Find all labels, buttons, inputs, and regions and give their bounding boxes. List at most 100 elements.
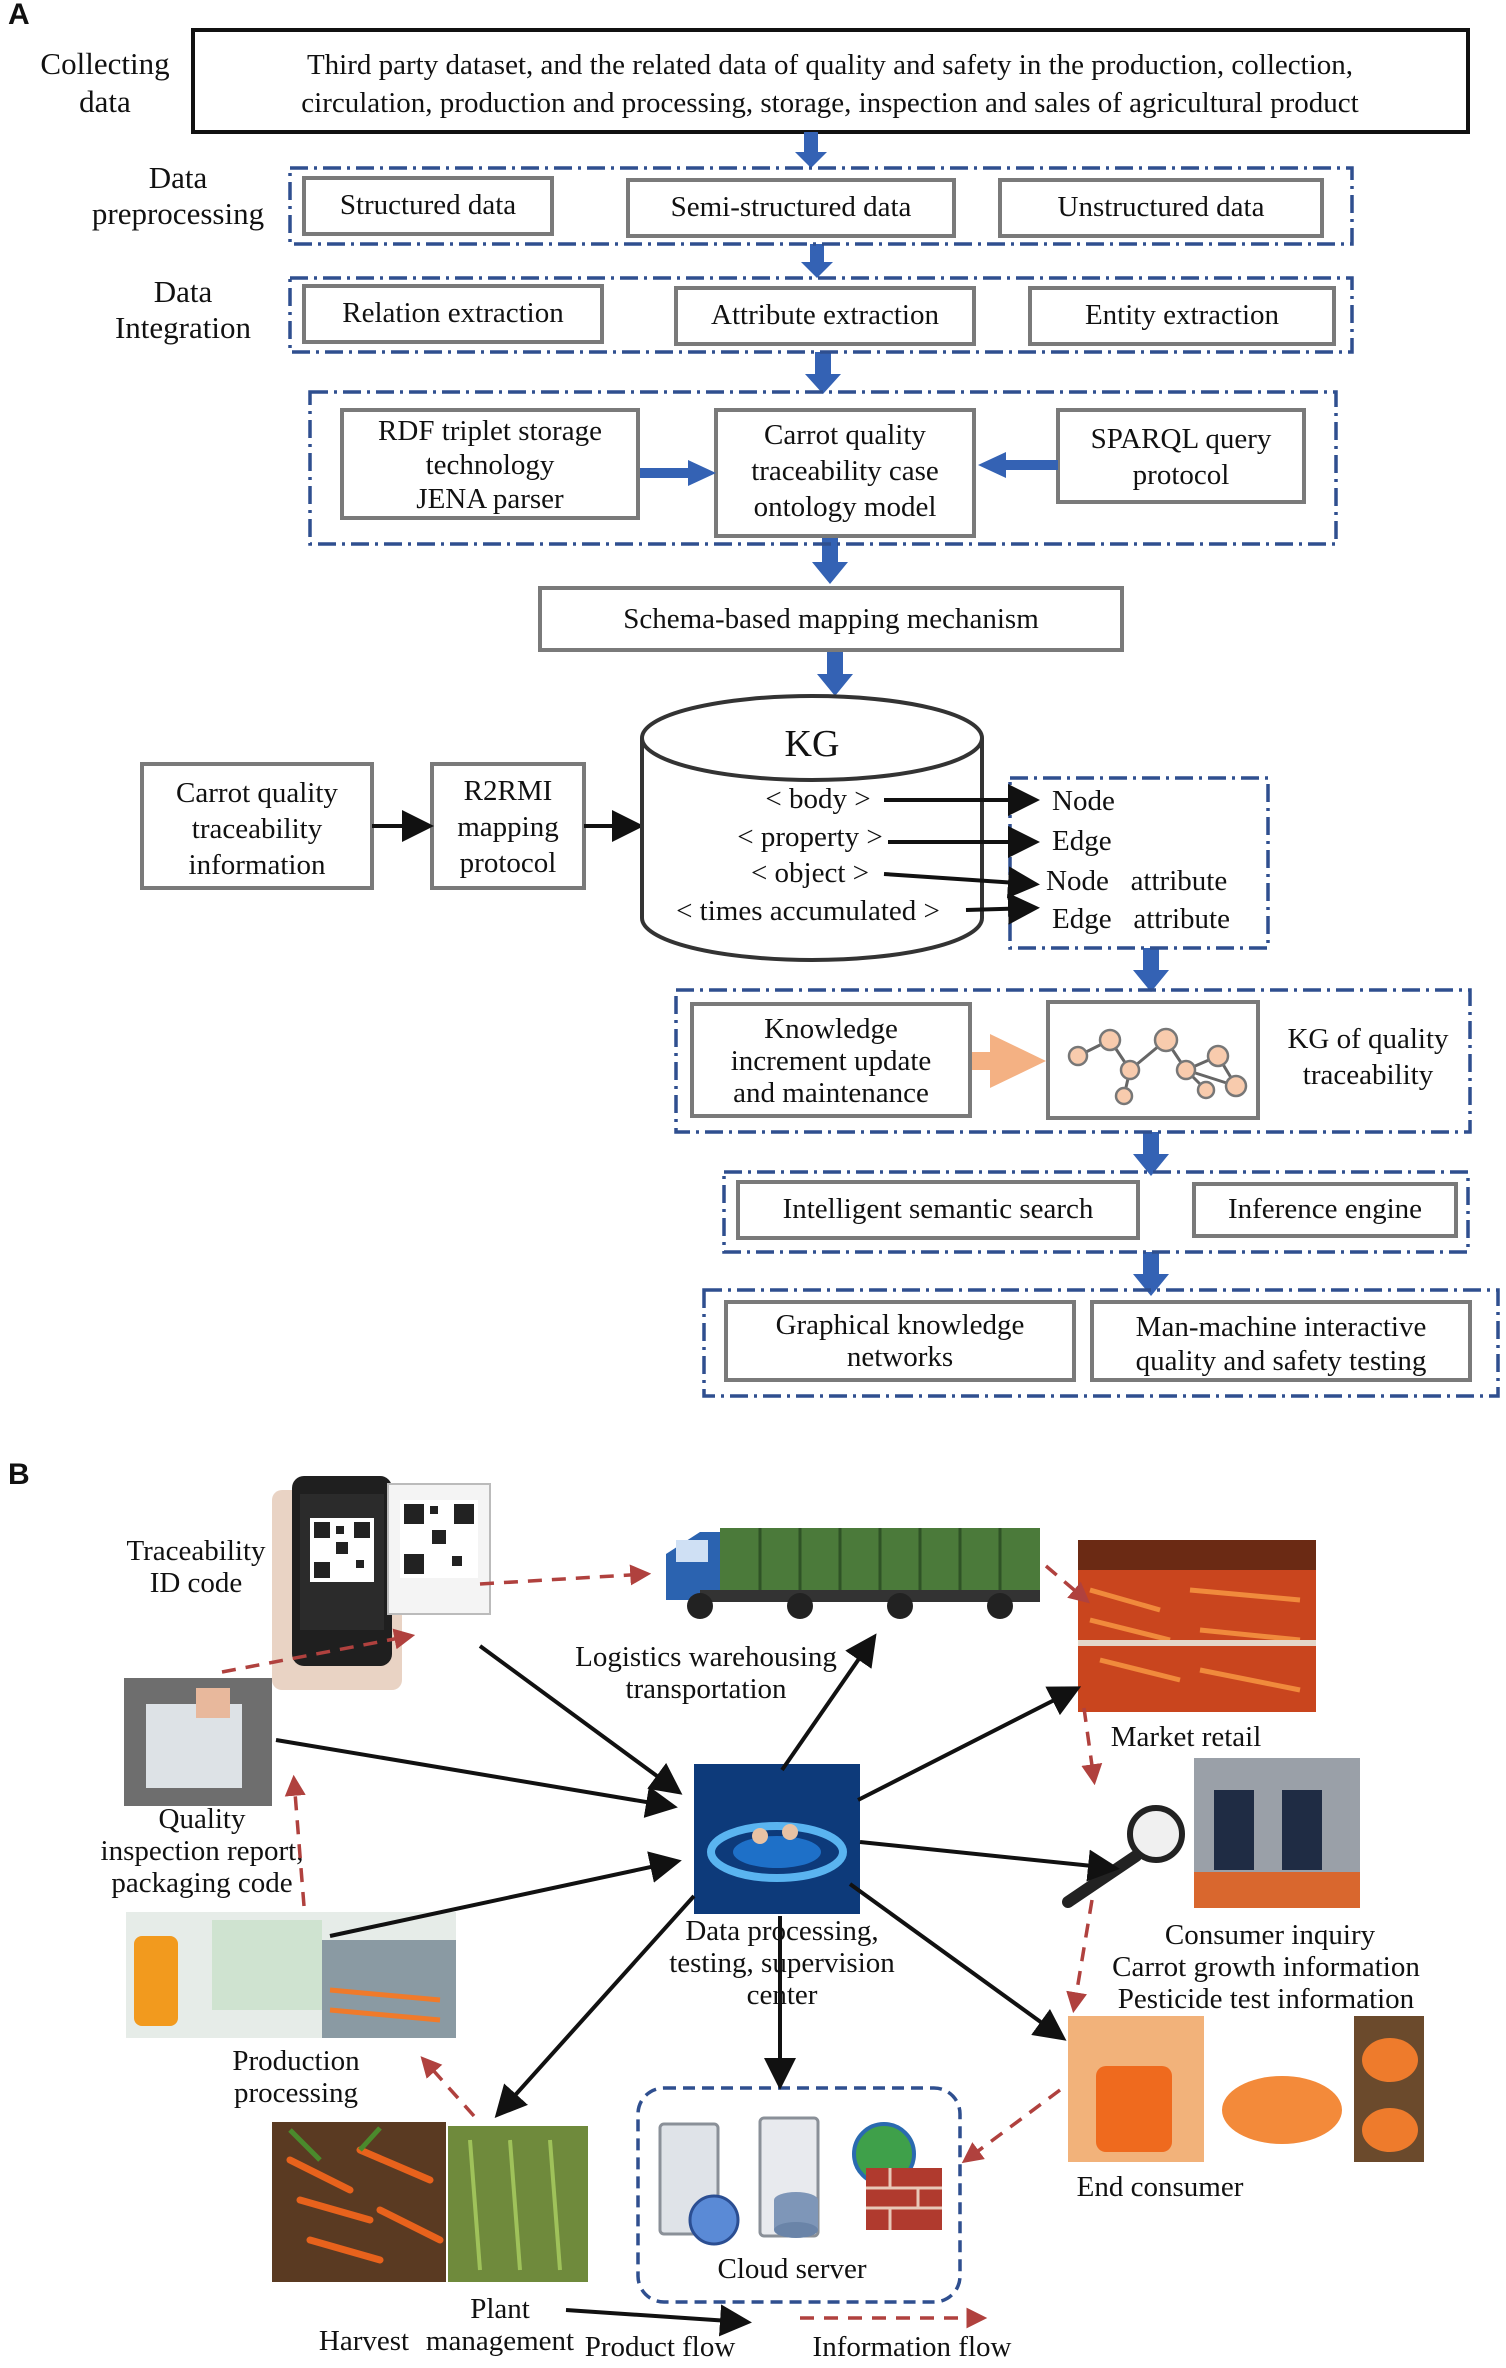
stage-label-collecting: Collecting data	[40, 46, 169, 119]
svg-text:Knowledge: Knowledge	[764, 1013, 898, 1045]
svg-text:< property >: < property >	[737, 821, 882, 853]
svg-text:increment update: increment update	[731, 1045, 932, 1077]
product-flow-arrows	[221, 1564, 1103, 2164]
kg-network-box	[1046, 1000, 1260, 1120]
firewall-globe-icon	[852, 2122, 942, 2230]
svg-text:Traceability: Traceability	[126, 1535, 266, 1567]
svg-text:packaging code: packaging code	[111, 1867, 292, 1899]
ontology-model-box: Carrot quality traceability case ontolog…	[714, 408, 976, 538]
attribute-extraction-box: Attribute extraction	[674, 286, 976, 346]
schema-mapping-box: Schema-based mapping mechanism	[538, 586, 1124, 652]
legend-product-label: Product flow	[585, 2331, 736, 2363]
svg-text:testing, supervision: testing, supervision	[669, 1947, 895, 1979]
svg-text:Schema-based mapping mechanism: Schema-based mapping mechanism	[623, 603, 1039, 635]
output-group	[702, 1288, 1500, 1398]
kg-mapping-arrows	[883, 784, 1040, 925]
svg-text:SPARQL query: SPARQL query	[1091, 423, 1272, 455]
svg-text:Logistics warehousing: Logistics warehousing	[575, 1641, 837, 1673]
legend-product-arrow	[565, 2304, 752, 2337]
svg-text:ID code: ID code	[150, 1567, 243, 1599]
svg-text:Collecting: Collecting	[40, 46, 169, 81]
info-flow-arrow	[284, 1774, 306, 1907]
product-flow-arrow	[275, 1738, 678, 1818]
svg-text:center: center	[747, 1979, 818, 2011]
svg-text:Integration: Integration	[115, 310, 252, 345]
svg-text:Relation extraction: Relation extraction	[342, 297, 564, 329]
increment-update-box: Knowledge increment update and maintenan…	[690, 1002, 972, 1118]
server-globe-icon	[658, 2122, 740, 2246]
svg-text:Carrot quality: Carrot quality	[176, 777, 338, 809]
svg-text:KG of quality: KG of quality	[1287, 1023, 1449, 1055]
svg-text:Pesticide test information: Pesticide test information	[1118, 1983, 1415, 2015]
edge-attribute-label: Edge attribute	[1052, 903, 1230, 935]
svg-text:transportation: transportation	[625, 1673, 787, 1705]
info-flow-arrow	[1044, 1564, 1091, 1604]
ontology-group	[308, 390, 1338, 546]
panel-a-label: A	[8, 0, 30, 31]
svg-text:mapping: mapping	[457, 811, 559, 843]
svg-text:technology: technology	[426, 449, 555, 481]
svg-text:Data: Data	[154, 274, 213, 309]
stage-label-preprocessing: Data preprocessing	[92, 160, 264, 231]
maintenance-group	[674, 988, 1472, 1134]
truck-icon	[666, 1528, 1040, 1619]
svg-text:protocol: protocol	[1133, 459, 1230, 491]
product-flow-arrow	[329, 1851, 682, 1938]
svg-text:RDF triplet storage: RDF triplet storage	[378, 415, 602, 447]
harvest-image	[272, 2122, 446, 2282]
ontology-side-arrows	[640, 452, 1058, 486]
svg-text:networks: networks	[847, 1341, 953, 1373]
svg-text:Data: Data	[149, 160, 208, 195]
info-flow-arrow	[479, 1564, 652, 1586]
panel-b-label: B	[8, 1458, 30, 1491]
traceability-id-label: Traceability ID code	[126, 1535, 266, 1599]
preprocessing-group	[288, 166, 1354, 246]
traceability-info-box: Carrot quality traceability information	[140, 762, 374, 890]
product-flow-arrow	[780, 1633, 877, 1772]
quality-inspection-label: Quality inspection report, packaging cod…	[101, 1803, 304, 1899]
svg-text:Production: Production	[232, 2045, 360, 2077]
product-flow-arrow	[859, 1840, 1120, 1882]
svg-text:traceability: traceability	[192, 813, 323, 845]
end-consumer-image	[1068, 2016, 1424, 2162]
svg-text:management: management	[426, 2325, 574, 2357]
orange-arrow	[972, 1034, 1046, 1088]
product-flow-solid-arrows	[275, 1633, 1120, 2118]
qr-code-icon	[314, 1504, 474, 1578]
graphical-networks-box: Graphical knowledge networks	[724, 1300, 1076, 1382]
cloud-server-group	[636, 2086, 962, 2304]
product-flow-arrow	[848, 1882, 1067, 2041]
product-flow-arrow	[857, 1686, 1082, 1802]
info-flow-arrow	[420, 2056, 476, 2118]
quality-inspection-image	[124, 1678, 272, 1806]
graph-elements-group	[1008, 776, 1270, 950]
consumer-inquiry-image	[1194, 1758, 1360, 1908]
info-flow-arrow	[221, 1628, 416, 1674]
svg-text:traceability: traceability	[1303, 1059, 1434, 1091]
database-server-icon	[758, 2116, 820, 2238]
rdf-storage-box: RDF triplet storage technology JENA pars…	[340, 408, 640, 520]
r2rmi-box: R2RMI mapping protocol	[430, 762, 586, 890]
svg-text:< object >: < object >	[751, 857, 869, 889]
svg-text:JENA parser: JENA parser	[416, 483, 564, 515]
market-retail-image	[1078, 1540, 1316, 1712]
svg-text:Consumer inquiry: Consumer inquiry	[1165, 1919, 1376, 1951]
node-label: Node	[1052, 785, 1115, 817]
collecting-data-box: Third party dataset, and the related dat…	[191, 28, 1470, 134]
svg-text:Carrot quality: Carrot quality	[764, 419, 926, 451]
svg-text:processing: processing	[234, 2077, 358, 2109]
svg-text:Graphical knowledge: Graphical knowledge	[776, 1309, 1025, 1341]
product-flow-arrow	[494, 1894, 696, 2118]
flow-arrows-main	[795, 132, 1169, 1296]
consumer-inquiry-label: Consumer inquiry Carrot growth informati…	[1112, 1919, 1420, 2015]
svg-text:quality and safety testing: quality and safety testing	[1136, 1345, 1427, 1377]
kg-quality-label: KG of quality traceability	[1287, 1023, 1449, 1091]
plant-image	[448, 2126, 588, 2282]
svg-text:Man-machine interactive: Man-machine interactive	[1136, 1311, 1427, 1343]
logistics-label: Logistics warehousing transportation	[575, 1641, 837, 1705]
svg-text:preprocessing: preprocessing	[92, 196, 264, 231]
application-group	[722, 1170, 1470, 1254]
info-flow-arrow	[961, 2088, 1062, 2164]
svg-text:Quality: Quality	[159, 1803, 246, 1835]
svg-text:Intelligent semantic search: Intelligent semantic search	[783, 1193, 1094, 1225]
